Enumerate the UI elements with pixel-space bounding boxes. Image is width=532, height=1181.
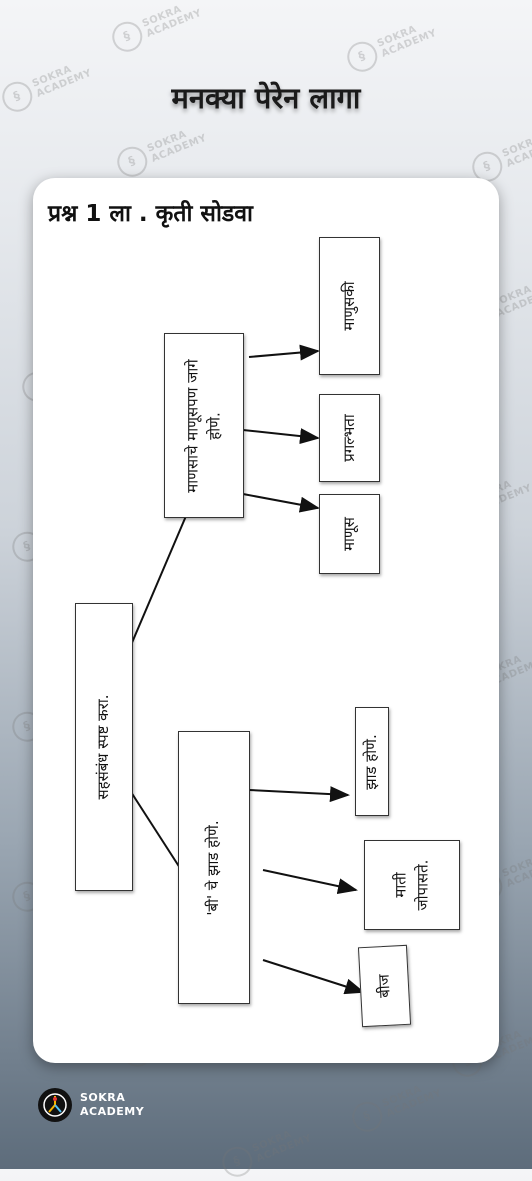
branch1-child-1-label: माणुसकी — [339, 281, 358, 331]
brand-line-1: SOKRA — [80, 1090, 126, 1104]
arrow-b1-c3 — [242, 493, 320, 513]
question-heading: प्रश्न 1 ला . कृती सोडवा — [48, 201, 253, 227]
branch1-box: माणसाचे माणूसपण जागे होणे. — [164, 333, 244, 518]
root-to-branch1-line — [130, 515, 187, 646]
branch1-child-1-box: माणुसकी — [319, 237, 380, 375]
branch1-child-3-box: माणूस — [319, 494, 380, 574]
arrow-b2-c2 — [262, 869, 358, 895]
root-to-branch2-line — [130, 791, 181, 869]
page-title: मनक्या पेरेन लागा — [171, 81, 361, 115]
branch2-child-2-box: माती जोपासते. — [364, 840, 460, 930]
arrow-b2-c3 — [262, 959, 365, 995]
branch2-box: 'बी' चे झाड होणे. — [178, 731, 250, 1004]
arrow-b1-c1 — [248, 344, 320, 361]
root-box: सहसंबंध स्पष्ट करा. — [75, 603, 133, 891]
brand-icon — [38, 1088, 72, 1122]
branch2-child-3-label: बीज — [374, 973, 394, 999]
branch2-child-1-box: झाड होणे. — [355, 707, 389, 816]
root-label: सहसंबंध स्पष्ट करा. — [94, 694, 113, 800]
branch1-child-3-label: माणूस — [339, 517, 358, 551]
arrow-b2-c1 — [248, 786, 350, 803]
branch2-child-1-label: झाड होणे. — [362, 733, 381, 790]
branch2-label: 'बी' चे झाड होणे. — [204, 819, 223, 916]
arrow-b1-c2 — [242, 428, 320, 445]
branch1-label: माणसाचे माणूसपण जागे होणे. — [183, 358, 223, 493]
branch2-child-3-box: बीज — [357, 944, 412, 1028]
brand-line-2: ACADEMY — [80, 1105, 145, 1118]
branch2-child-2-label: माती जोपासते. — [391, 859, 431, 911]
brand-logo: SOKRA ACADEMY — [38, 1088, 144, 1122]
branch1-child-2-label: प्रगल्भता — [339, 414, 358, 462]
branch1-child-2-box: प्रगल्भता — [319, 394, 380, 482]
